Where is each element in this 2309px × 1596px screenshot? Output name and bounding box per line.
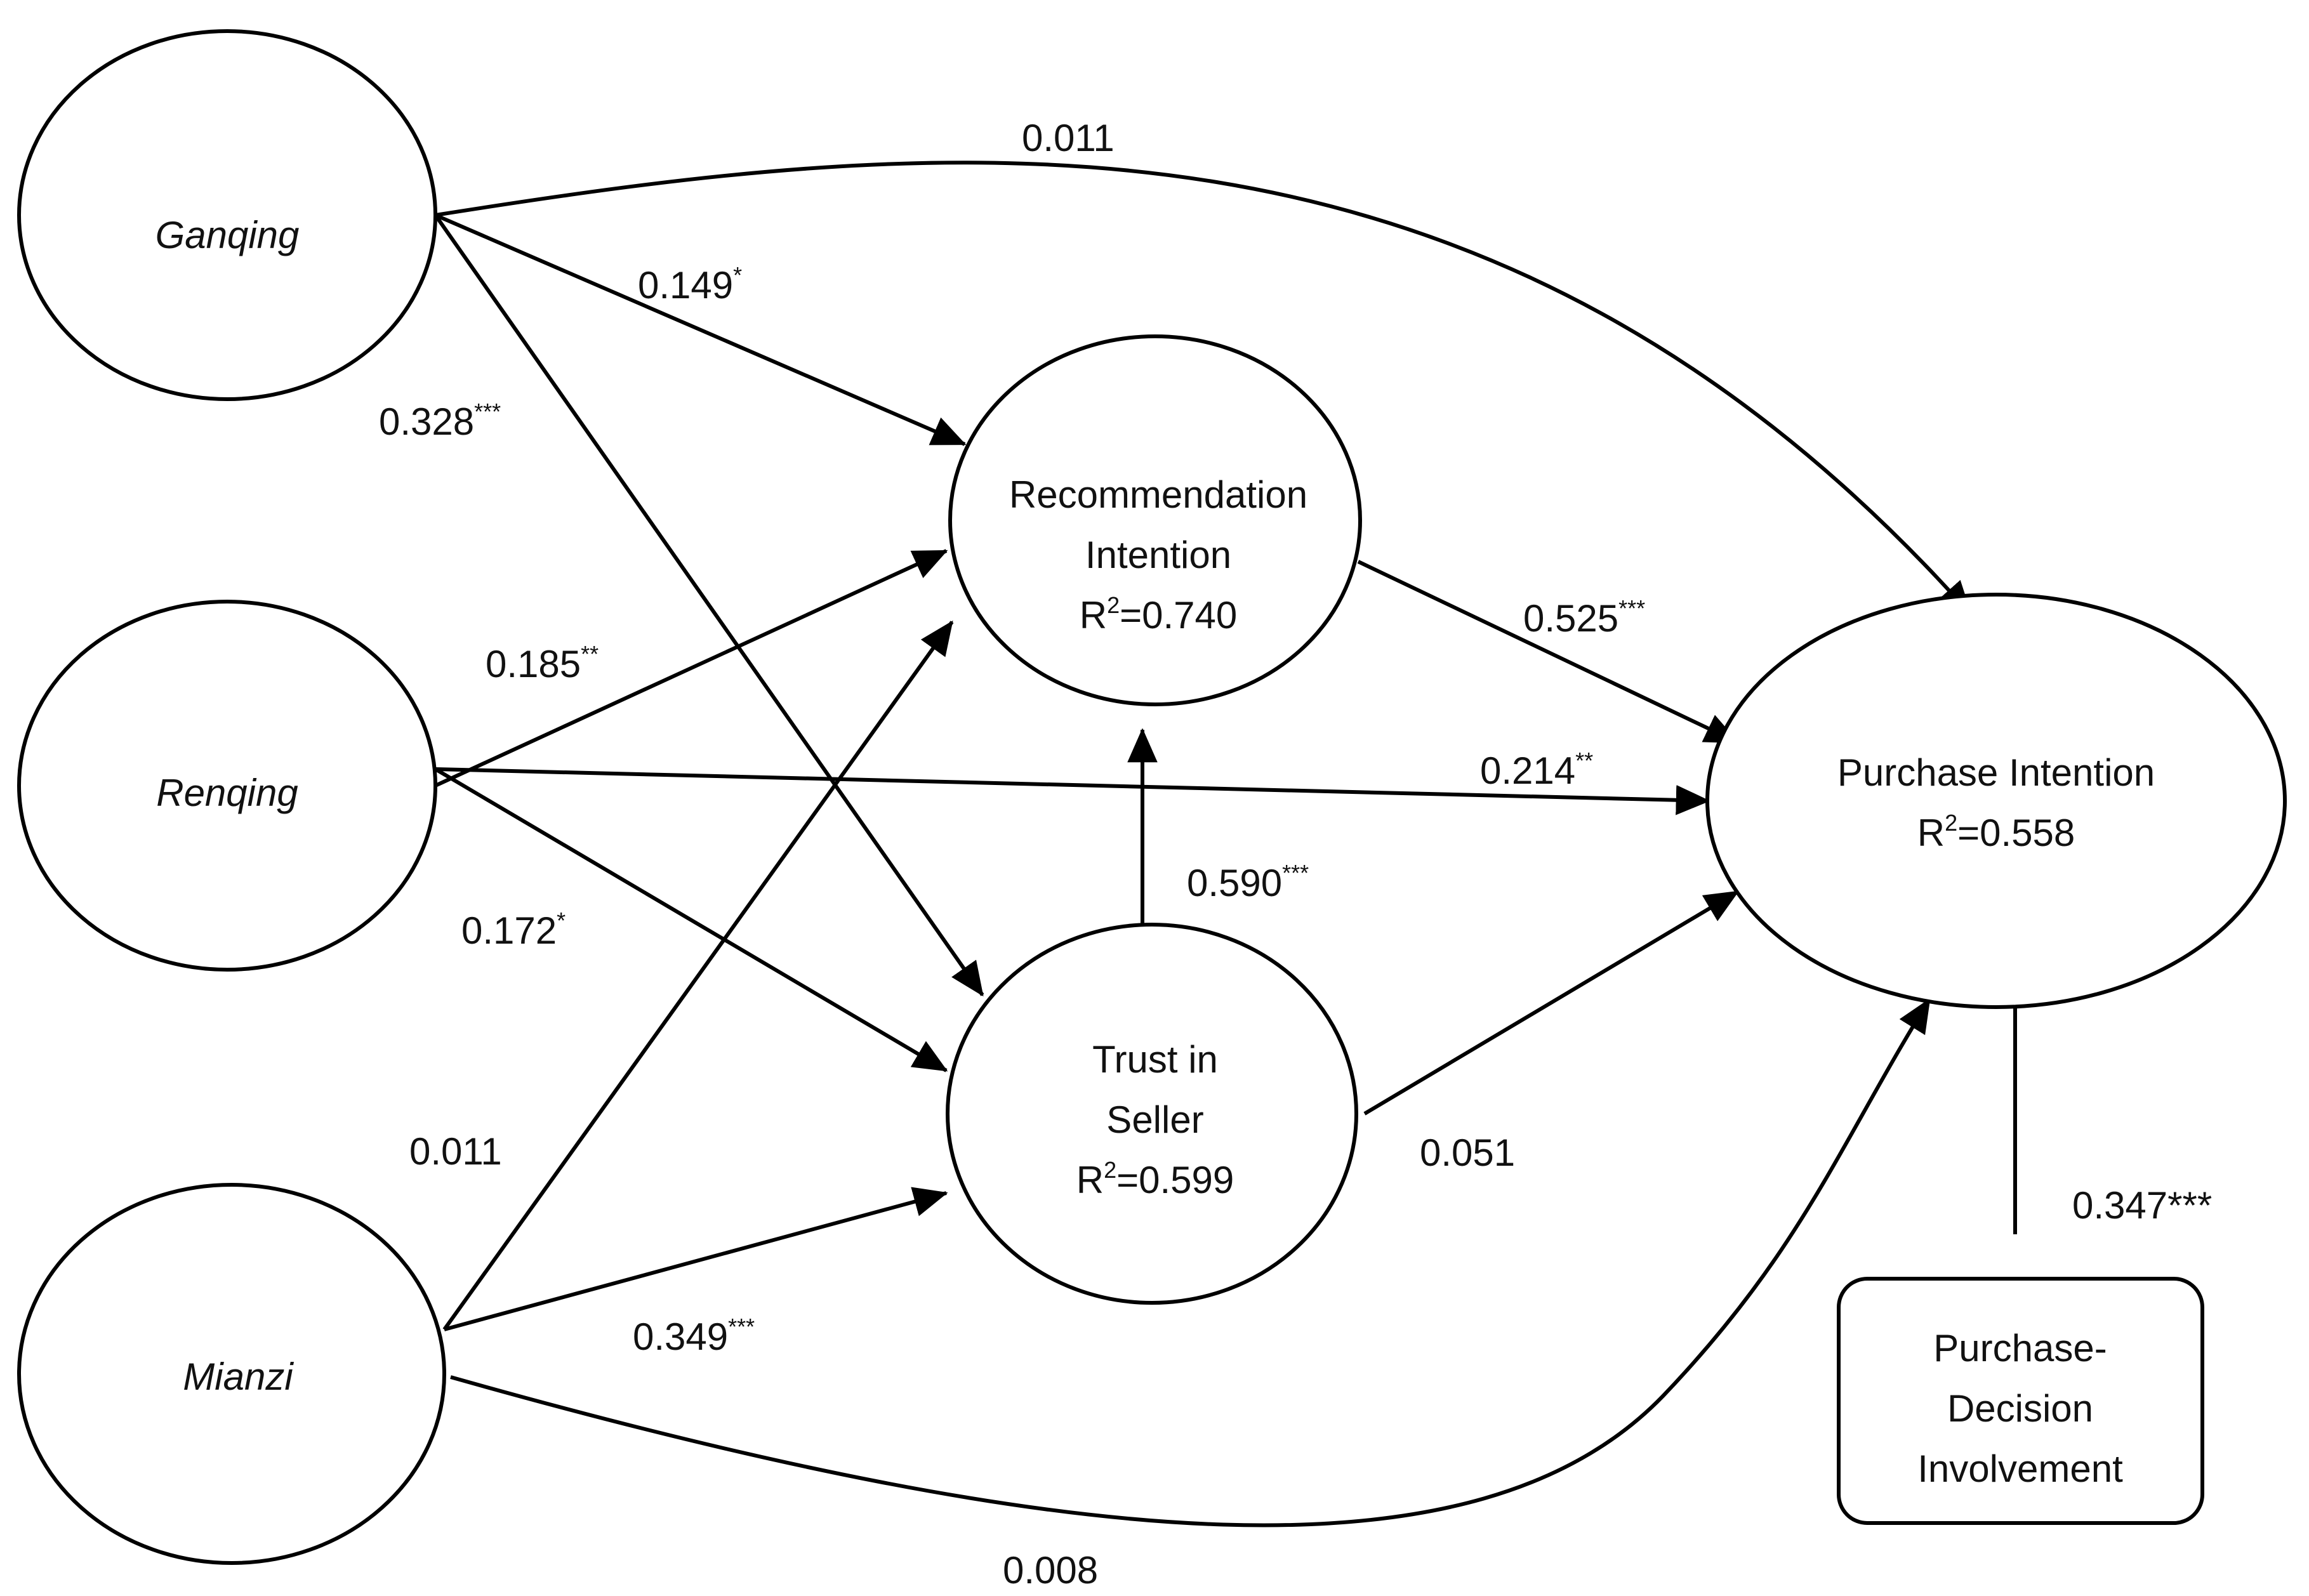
svg-text:Trust in: Trust in <box>1092 1038 1218 1081</box>
node-mianzi-label: Mianzi <box>183 1355 294 1398</box>
node-ganqing-label: Ganqing <box>155 214 300 256</box>
edge-ganqing-recommendation <box>434 213 967 446</box>
coef-renqing-trust: 0.172* <box>461 907 566 952</box>
coef-recommendation-purchase: 0.525*** <box>1523 595 1645 640</box>
node-renqing-label: Renqing <box>156 772 298 814</box>
svg-text:Mianzi: Mianzi <box>183 1355 294 1398</box>
coef-renqing-purchase: 0.214** <box>1480 748 1593 792</box>
node-involvement-line-2: Decision <box>1947 1387 2093 1430</box>
node-purchase-r2: R2=0.558 <box>1917 810 2075 854</box>
node-purchase-line-1: Purchase Intention <box>1837 751 2155 794</box>
edges <box>433 161 2030 1527</box>
node-recommendation-line-1: Recommendation <box>1009 473 1307 516</box>
node-mianzi: Mianzi <box>17 1183 446 1565</box>
node-recommendation-r2: R2=0.740 <box>1080 592 1238 636</box>
node-purchase-decision-involvement: Purchase- Decision Involvement <box>1837 1277 2204 1525</box>
coef-renqing-recommendation: 0.185** <box>486 641 599 685</box>
coef-trust-recommendation: 0.590*** <box>1187 860 1309 904</box>
node-renqing: Renqing <box>17 600 437 972</box>
svg-text:Intention: Intention <box>1085 534 1231 576</box>
edge-renqing-recommendation <box>434 549 948 788</box>
coefficient-labels: 0.011 0.149* 0.328*** 0.185** 0.214** 0.… <box>379 117 2212 1592</box>
node-trust-in-seller: Trust in Seller R2=0.599 <box>946 923 1358 1305</box>
coef-mianzi-trust: 0.349*** <box>633 1314 755 1358</box>
edge-ganqing-purchase <box>435 161 1973 616</box>
node-ganqing: Ganqing <box>17 29 437 401</box>
edge-mianzi-recommendation <box>442 620 954 1331</box>
svg-text:Purchase Intention: Purchase Intention <box>1837 751 2155 794</box>
node-trust-line-2: Seller <box>1106 1098 1203 1141</box>
svg-text:Decision: Decision <box>1947 1387 2093 1430</box>
node-involvement-line-3: Involvement <box>1917 1448 2123 1490</box>
svg-text:Involvement: Involvement <box>1917 1448 2123 1490</box>
coef-mianzi-recommendation: 0.011 <box>409 1130 502 1173</box>
node-trust-r2: R2=0.599 <box>1076 1157 1234 1201</box>
edge-renqing-trust <box>434 767 948 1072</box>
node-trust-line-1: Trust in <box>1092 1038 1218 1081</box>
edge-trust-purchase <box>1363 890 1740 1116</box>
edge-renqing-purchase <box>435 767 1710 815</box>
svg-text:Ganqing: Ganqing <box>155 214 300 256</box>
coef-ganqing-recommendation: 0.149* <box>638 262 742 307</box>
node-recommendation-line-2: Intention <box>1085 534 1231 576</box>
coef-trust-purchase: 0.051 <box>1420 1131 1515 1174</box>
coef-mianzi-purchase: 0.008 <box>1003 1549 1098 1592</box>
svg-text:Renqing: Renqing <box>156 772 298 814</box>
svg-text:Purchase-: Purchase- <box>1933 1327 2107 1369</box>
coef-involvement-purchase: 0.347*** <box>2072 1184 2212 1227</box>
node-purchase-intention: Purchase Intention R2=0.558 <box>1705 593 2287 1009</box>
coef-ganqing-purchase: 0.011 <box>1022 117 1115 159</box>
coef-ganqing-trust: 0.328*** <box>379 399 501 443</box>
svg-text:Seller: Seller <box>1106 1098 1203 1141</box>
edge-mianzi-trust <box>444 1187 948 1331</box>
edge-mianzi-purchase <box>450 998 1931 1527</box>
node-involvement-line-1: Purchase- <box>1933 1327 2107 1369</box>
edge-ganqing-trust <box>433 214 984 997</box>
edge-recommendation-purchase <box>1357 560 1740 744</box>
svg-text:Recommendation: Recommendation <box>1009 473 1307 516</box>
node-recommendation-intention: Recommendation Intention R2=0.740 <box>948 334 1362 706</box>
